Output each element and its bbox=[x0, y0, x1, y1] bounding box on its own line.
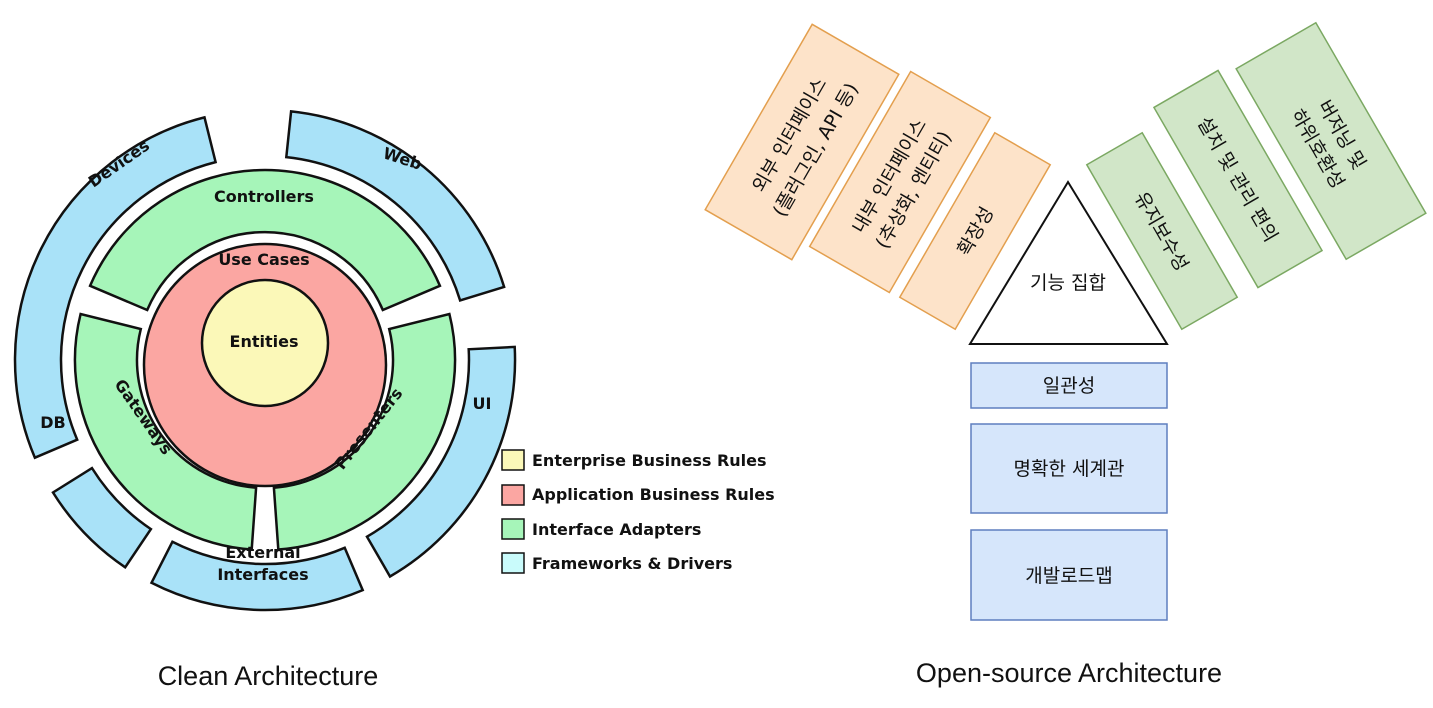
clean-architecture-diagram: Entities Use Cases Controllers Gateways … bbox=[13, 110, 775, 691]
stack-label-roadmap: 개발로드맵 bbox=[1025, 565, 1112, 587]
stack-label-worldview: 명확한 세계관 bbox=[1014, 458, 1125, 480]
entities-circle bbox=[200, 278, 330, 408]
left-box-extensibility: 확장성 bbox=[898, 131, 1052, 331]
label-entities: Entities bbox=[230, 332, 299, 351]
ring-segment-presenters bbox=[272, 312, 457, 551]
feature-set-triangle bbox=[968, 180, 1169, 345]
clean-architecture-caption: Clean Architecture bbox=[158, 661, 379, 691]
stack-box-consistency bbox=[970, 362, 1168, 409]
open-source-architecture-diagram: 외부 인터페이스 (플러그인, API 등) 내부 인터페이스 (추상화, 엔티… bbox=[704, 21, 1427, 688]
ring-segment-gateways bbox=[73, 312, 258, 551]
ring-segment-db bbox=[51, 466, 153, 570]
stack-label-consistency: 일관성 bbox=[1043, 375, 1095, 397]
ring-segment-devices bbox=[13, 115, 218, 460]
legend-label-frameworks: Frameworks & Drivers bbox=[532, 554, 732, 573]
legend-label-enterprise: Enterprise Business Rules bbox=[532, 451, 767, 470]
label-external-line1: External bbox=[225, 543, 300, 562]
label-ui: UI bbox=[473, 394, 492, 413]
legend-swatch-application bbox=[501, 484, 525, 506]
open-source-architecture-caption: Open-source Architecture bbox=[916, 658, 1222, 688]
legend-swatch-enterprise bbox=[501, 449, 525, 471]
legend-swatch-frameworks bbox=[501, 552, 525, 574]
legend-swatch-adapters bbox=[501, 518, 525, 540]
stack-box-roadmap bbox=[970, 529, 1168, 621]
ring-segment-controllers bbox=[88, 168, 442, 312]
label-controllers: Controllers bbox=[214, 187, 314, 206]
ring-segment-web bbox=[284, 110, 506, 302]
feature-set-label: 기능 집합 bbox=[1030, 272, 1106, 294]
ring-segment-external bbox=[149, 540, 365, 612]
label-db: DB bbox=[40, 413, 65, 432]
stack-box-worldview bbox=[970, 423, 1168, 514]
right-box-versioning: 버저닝 및 하위호환성 bbox=[1235, 21, 1427, 261]
label-use-cases: Use Cases bbox=[218, 250, 309, 269]
ring-segment-ui bbox=[365, 345, 517, 579]
legend: Enterprise Business Rules Application Bu… bbox=[501, 449, 775, 574]
label-external-line2: Interfaces bbox=[217, 565, 308, 584]
legend-label-application: Application Business Rules bbox=[532, 485, 775, 504]
legend-label-adapters: Interface Adapters bbox=[532, 520, 701, 539]
